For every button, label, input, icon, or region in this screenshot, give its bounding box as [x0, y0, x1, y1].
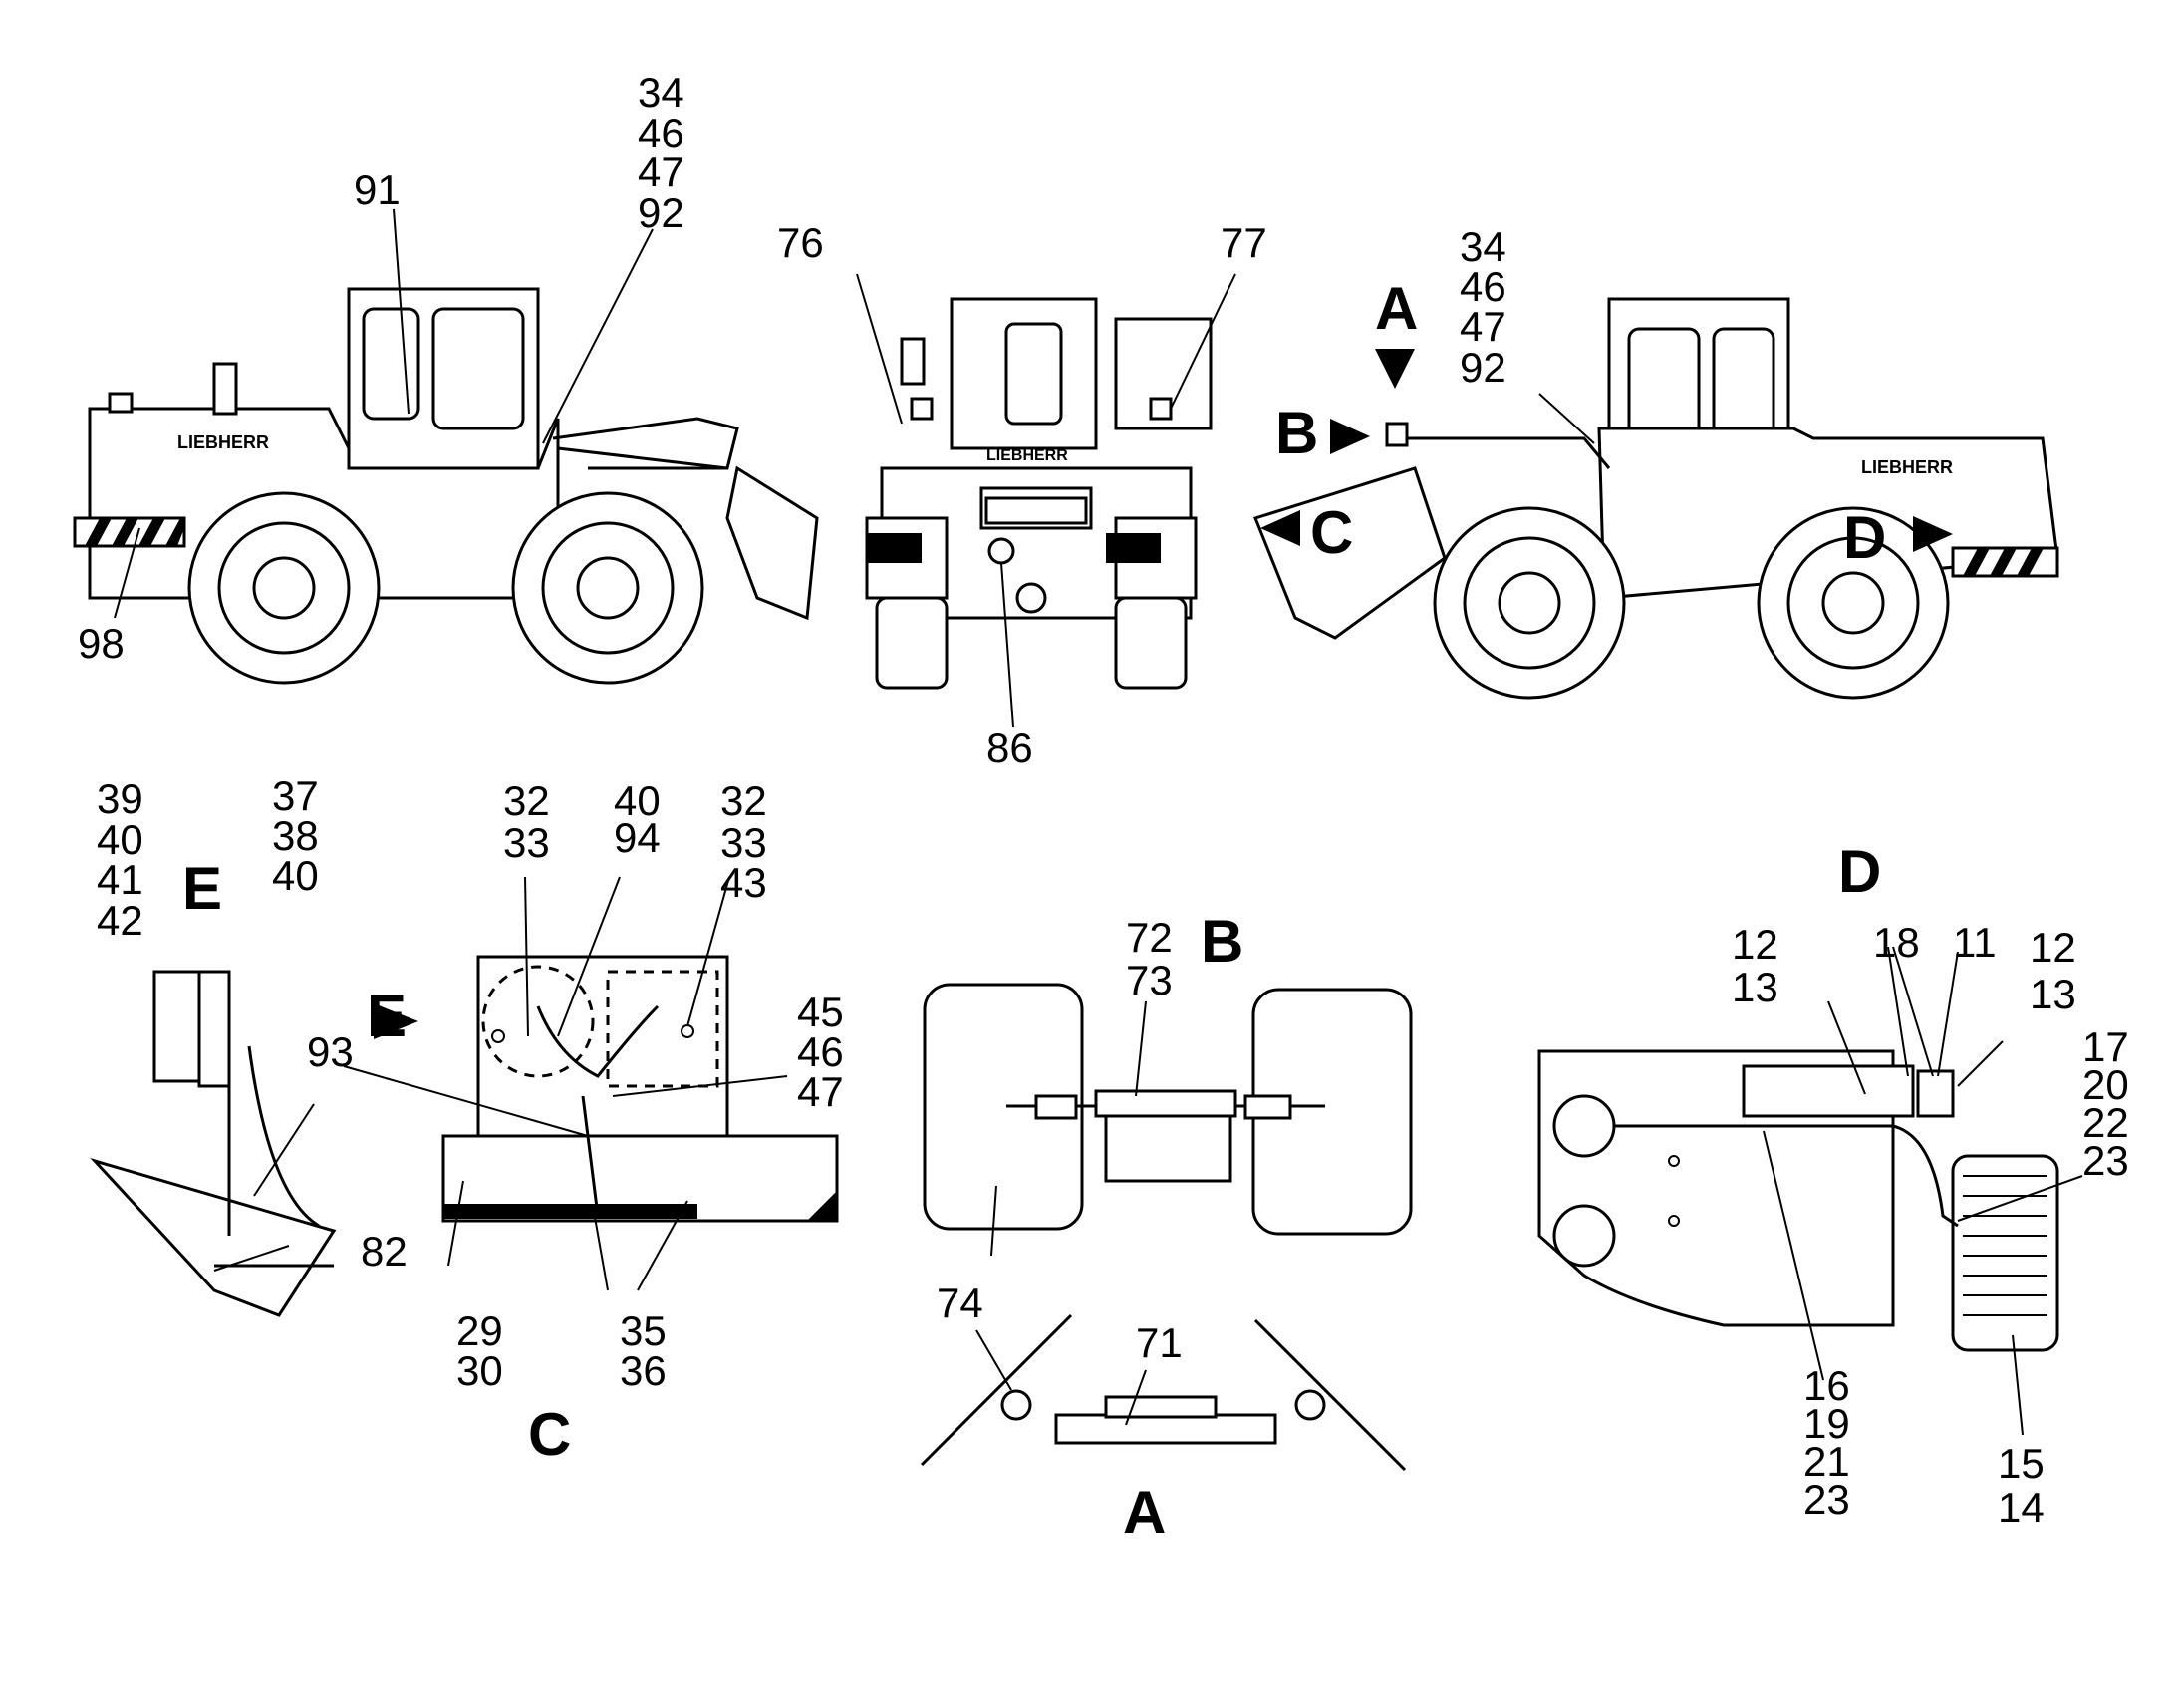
callout-11: 11 — [1953, 919, 1997, 966]
callout-19: 19 — [1803, 1400, 1850, 1447]
callout-23-a: 23 — [2082, 1137, 2129, 1184]
callout-13-b: 13 — [2030, 971, 2076, 1017]
callout-91: 91 — [354, 166, 401, 213]
callout-43: 43 — [720, 859, 767, 906]
callout-32-b: 32 — [720, 777, 767, 824]
callout-23-b: 23 — [1803, 1476, 1850, 1523]
arrow-b-right — [1330, 419, 1370, 454]
callout-16: 16 — [1803, 1362, 1850, 1409]
callout-18: 18 — [1873, 919, 1920, 966]
callout-33-b: 33 — [720, 819, 767, 866]
callout-17: 17 — [2082, 1023, 2129, 1070]
loader-side-view-right: LIEBHERR — [1253, 297, 2059, 700]
callout-12-b: 12 — [2030, 924, 2076, 971]
detail-title-a: A — [1123, 1479, 1166, 1546]
callout-45: 45 — [797, 989, 844, 1035]
callout-32-a: 32 — [503, 777, 550, 824]
callout-21: 21 — [1803, 1438, 1850, 1485]
callout-22: 22 — [2082, 1099, 2129, 1146]
callout-77: 77 — [1221, 219, 1267, 266]
callout-20: 20 — [2082, 1061, 2129, 1108]
callout-86: 86 — [986, 724, 1033, 771]
callout-82: 82 — [361, 1228, 408, 1275]
callout-36: 36 — [620, 1347, 667, 1394]
callout-73: 73 — [1126, 957, 1173, 1003]
callout-46-right: 46 — [1460, 263, 1506, 310]
view-letter-d: D — [1843, 504, 1886, 571]
callout-37: 37 — [272, 772, 319, 819]
brand-logo-right: LIEBHERR — [1861, 457, 1953, 477]
arrow-d-right — [1913, 516, 1953, 552]
brand-logo-left: LIEBHERR — [177, 432, 269, 452]
callout-40-c: 40 — [614, 777, 661, 824]
brand-logo-front: LIEBHERR — [986, 447, 1068, 464]
callout-labels: 98 91 34 46 47 92 76 77 86 34 46 47 92 A… — [78, 69, 2129, 1546]
leader-lines-top — [114, 208, 1595, 728]
arrow-letter-e: E — [367, 983, 407, 1049]
callout-72: 72 — [1126, 914, 1173, 961]
callout-40-a: 40 — [97, 816, 143, 863]
callout-12-a: 12 — [1732, 921, 1778, 968]
callout-39: 39 — [97, 775, 143, 822]
callout-71: 71 — [1136, 1319, 1183, 1366]
callout-76: 76 — [777, 219, 824, 266]
detail-c-bracket — [90, 876, 839, 1317]
detail-d-rear-light — [1537, 946, 2083, 1436]
callout-38: 38 — [272, 812, 319, 859]
detail-title-c: C — [528, 1401, 571, 1468]
arrow-c-left — [1260, 510, 1300, 546]
callout-93: 93 — [307, 1028, 354, 1075]
detail-a-mirrors — [920, 1313, 1407, 1472]
callout-92-right: 92 — [1460, 344, 1506, 391]
callout-13-a: 13 — [1732, 964, 1778, 1010]
hazard-stripes-left — [85, 518, 184, 546]
detail-letter-e: E — [182, 855, 222, 922]
callout-29: 29 — [456, 1307, 503, 1354]
detail-title-d: D — [1838, 838, 1881, 905]
callout-15: 15 — [1998, 1440, 2045, 1487]
lens-ribs — [1963, 1175, 2048, 1316]
callout-34-right: 34 — [1460, 223, 1506, 270]
callout-42: 42 — [97, 897, 143, 944]
callout-47-right: 47 — [1460, 303, 1506, 350]
callout-33-a: 33 — [503, 819, 550, 866]
callout-41: 41 — [97, 856, 143, 903]
callout-94: 94 — [614, 814, 661, 861]
view-letter-b: B — [1275, 400, 1318, 466]
detail-b-mirrors — [923, 983, 1413, 1257]
callout-30: 30 — [456, 1347, 503, 1394]
callout-47: 47 — [638, 148, 684, 195]
hazard-stripes-right — [1963, 548, 2044, 576]
callout-98: 98 — [78, 620, 125, 667]
callout-14: 14 — [1998, 1484, 2045, 1531]
view-letter-a: A — [1375, 275, 1418, 342]
callout-47-c: 47 — [797, 1068, 844, 1115]
callout-74: 74 — [937, 1280, 983, 1326]
arrow-a-down — [1375, 349, 1415, 389]
callout-34: 34 — [638, 69, 684, 116]
loader-front-view: LIEBHERR — [865, 297, 1213, 690]
arrow-e-right — [374, 1003, 418, 1039]
view-letter-c: C — [1310, 499, 1353, 566]
callout-46: 46 — [638, 110, 684, 156]
detail-title-b: B — [1201, 908, 1243, 975]
loader-side-view-left: LIEBHERR — [73, 287, 819, 685]
callout-92: 92 — [638, 189, 684, 236]
callout-40-b: 40 — [272, 852, 319, 899]
callout-46-c: 46 — [797, 1028, 844, 1075]
callout-35: 35 — [620, 1307, 667, 1354]
